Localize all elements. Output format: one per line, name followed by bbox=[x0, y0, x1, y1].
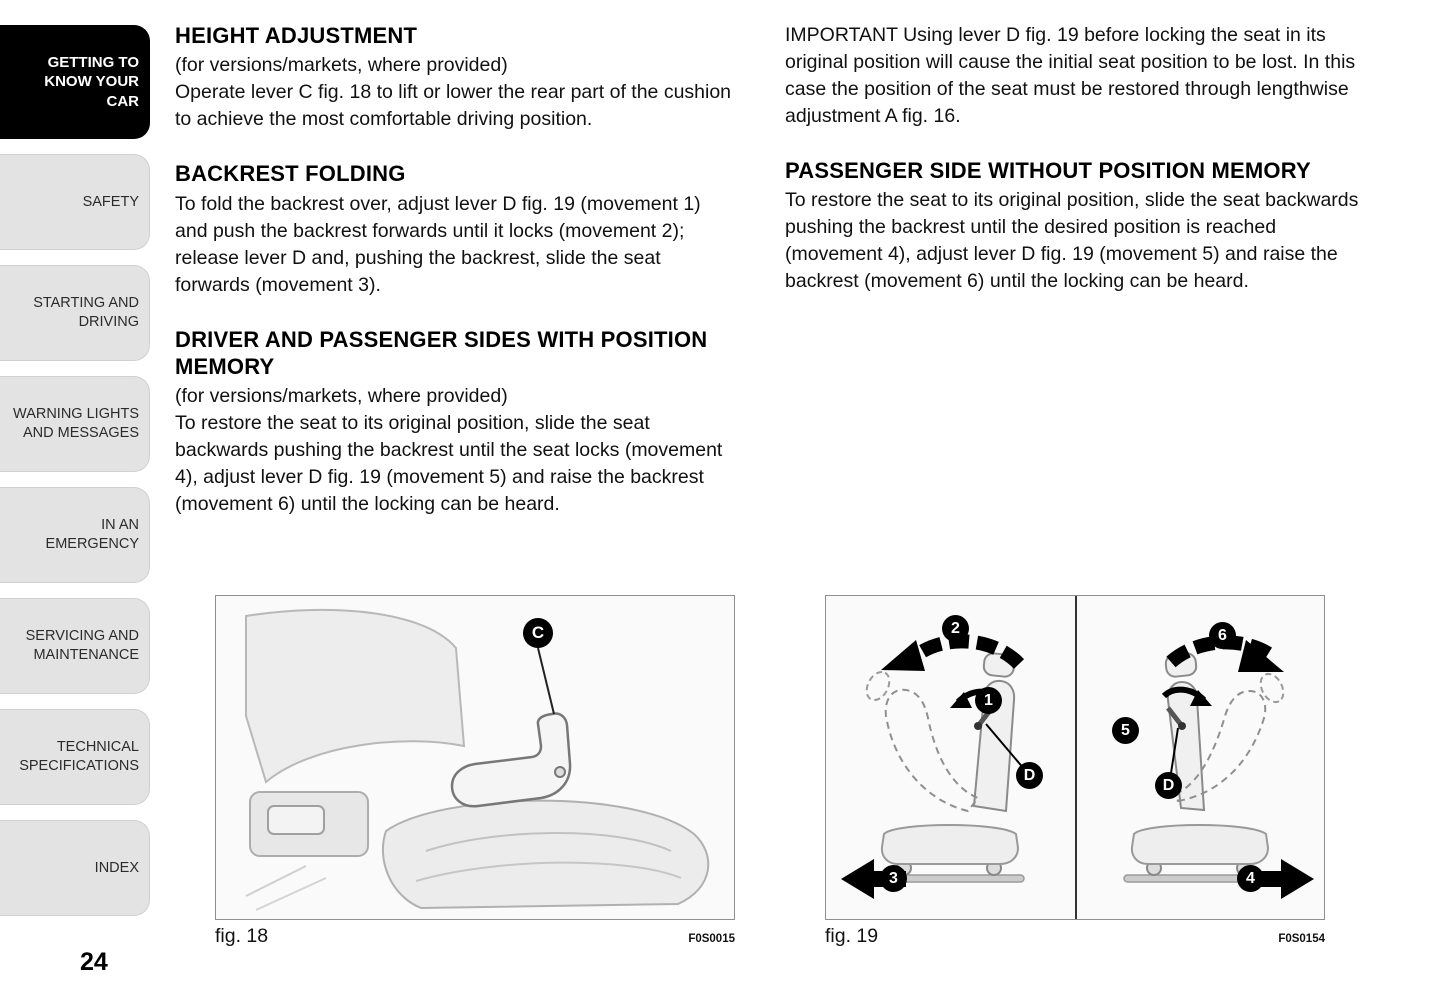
left-column: HEIGHT ADJUSTMENT (for versions/markets,… bbox=[175, 22, 737, 545]
sidebar-tab-label: TECHNICAL SPECIFICATIONS bbox=[19, 739, 139, 774]
section-heading: PASSENGER SIDE WITHOUT POSITION MEMORY bbox=[785, 158, 1311, 183]
sidebar-tab-starting-and-driving[interactable]: STARTING AND DRIVING bbox=[0, 265, 150, 361]
sidebar-tab-label: GETTING TO KNOW YOUR CAR bbox=[44, 53, 139, 110]
section-heading: BACKREST FOLDING bbox=[175, 161, 406, 187]
section-body: To fold the backrest over, adjust lever … bbox=[175, 192, 701, 296]
section-heading: DRIVER AND PASSENGER SIDES WITH POSITION… bbox=[175, 326, 708, 379]
section-position-memory: DRIVER AND PASSENGER SIDES WITH POSITION… bbox=[175, 326, 737, 519]
section-body: To restore the seat to its original posi… bbox=[175, 412, 723, 516]
section-backrest-folding: BACKREST FOLDING To fold the backrest ov… bbox=[175, 160, 737, 298]
marker-1-badge: 1 bbox=[975, 687, 1002, 714]
section-note: (for versions/markets, where provided) bbox=[175, 385, 508, 408]
marker-c-badge: C bbox=[523, 618, 553, 648]
sidebar-tab-label: SAFETY bbox=[82, 193, 139, 210]
sidebar-tab-index[interactable]: INDEX bbox=[0, 820, 150, 916]
sidebar-tab-getting-to-know-your-car[interactable]: GETTING TO KNOW YOUR CAR bbox=[0, 25, 150, 139]
figure19-caption-row: fig. 19 F0S0154 bbox=[825, 925, 1325, 948]
sidebar-tab-safety[interactable]: SAFETY bbox=[0, 154, 150, 250]
figure19-code: F0S0154 bbox=[1278, 933, 1325, 945]
figure-19: 2 1 D 3 6 5 D 4 bbox=[825, 595, 1325, 920]
figure18-code: F0S0015 bbox=[688, 933, 735, 945]
sidebar-tab-technical-specifications[interactable]: TECHNICAL SPECIFICATIONS bbox=[0, 709, 150, 805]
figure18-illustration bbox=[245, 608, 710, 911]
section-height-adjustment: HEIGHT ADJUSTMENT (for versions/markets,… bbox=[175, 22, 737, 133]
figure18-caption: fig. 18 bbox=[215, 925, 269, 947]
page-number: 24 bbox=[80, 948, 108, 976]
marker-2-badge: 2 bbox=[942, 615, 969, 642]
sidebar-tab-label: WARNING LIGHTS AND MESSAGES bbox=[13, 406, 139, 441]
figure19-illustration bbox=[841, 634, 1314, 899]
section-without-position-memory: PASSENGER SIDE WITHOUT POSITION MEMORY T… bbox=[785, 157, 1367, 295]
sidebar: GETTING TO KNOW YOUR CAR SAFETY STARTING… bbox=[0, 25, 150, 931]
marker-6-badge: 6 bbox=[1209, 622, 1236, 649]
section-important: IMPORTANT Using lever D fig. 19 before l… bbox=[785, 22, 1367, 130]
section-note: (for versions/markets, where provided) bbox=[175, 54, 508, 77]
figure19-caption: fig. 19 bbox=[825, 925, 879, 947]
section-body: To restore the seat to its original posi… bbox=[785, 189, 1359, 293]
sidebar-tab-label: INDEX bbox=[94, 859, 139, 876]
marker-d-left-badge: D bbox=[1016, 762, 1043, 789]
figure19-panel-divider bbox=[1075, 596, 1077, 919]
sidebar-tab-in-an-emergency[interactable]: IN AN EMERGENCY bbox=[0, 487, 150, 583]
marker-4-badge: 4 bbox=[1237, 865, 1264, 892]
section-heading: HEIGHT ADJUSTMENT bbox=[175, 23, 418, 48]
figure18-caption-row: fig. 18 F0S0015 bbox=[215, 925, 735, 948]
marker-d-right-badge: D bbox=[1155, 772, 1182, 799]
important-paragraph: IMPORTANT Using lever D fig. 19 before l… bbox=[785, 24, 1356, 127]
sidebar-tab-label: STARTING AND DRIVING bbox=[33, 295, 139, 330]
right-column: IMPORTANT Using lever D fig. 19 before l… bbox=[785, 22, 1367, 322]
sidebar-tab-label: IN AN EMERGENCY bbox=[45, 517, 139, 552]
section-body: Operate lever C fig. 18 to lift or lower… bbox=[175, 81, 732, 131]
figure-18: C bbox=[215, 595, 735, 920]
sidebar-tab-servicing-and-maintenance[interactable]: SERVICING AND MAINTENANCE bbox=[0, 598, 150, 694]
marker-3-badge: 3 bbox=[880, 865, 907, 892]
sidebar-tab-label: SERVICING AND MAINTENANCE bbox=[25, 628, 139, 663]
sidebar-tab-warning-lights-and-messages[interactable]: WARNING LIGHTS AND MESSAGES bbox=[0, 376, 150, 472]
marker-5-badge: 5 bbox=[1112, 717, 1139, 744]
